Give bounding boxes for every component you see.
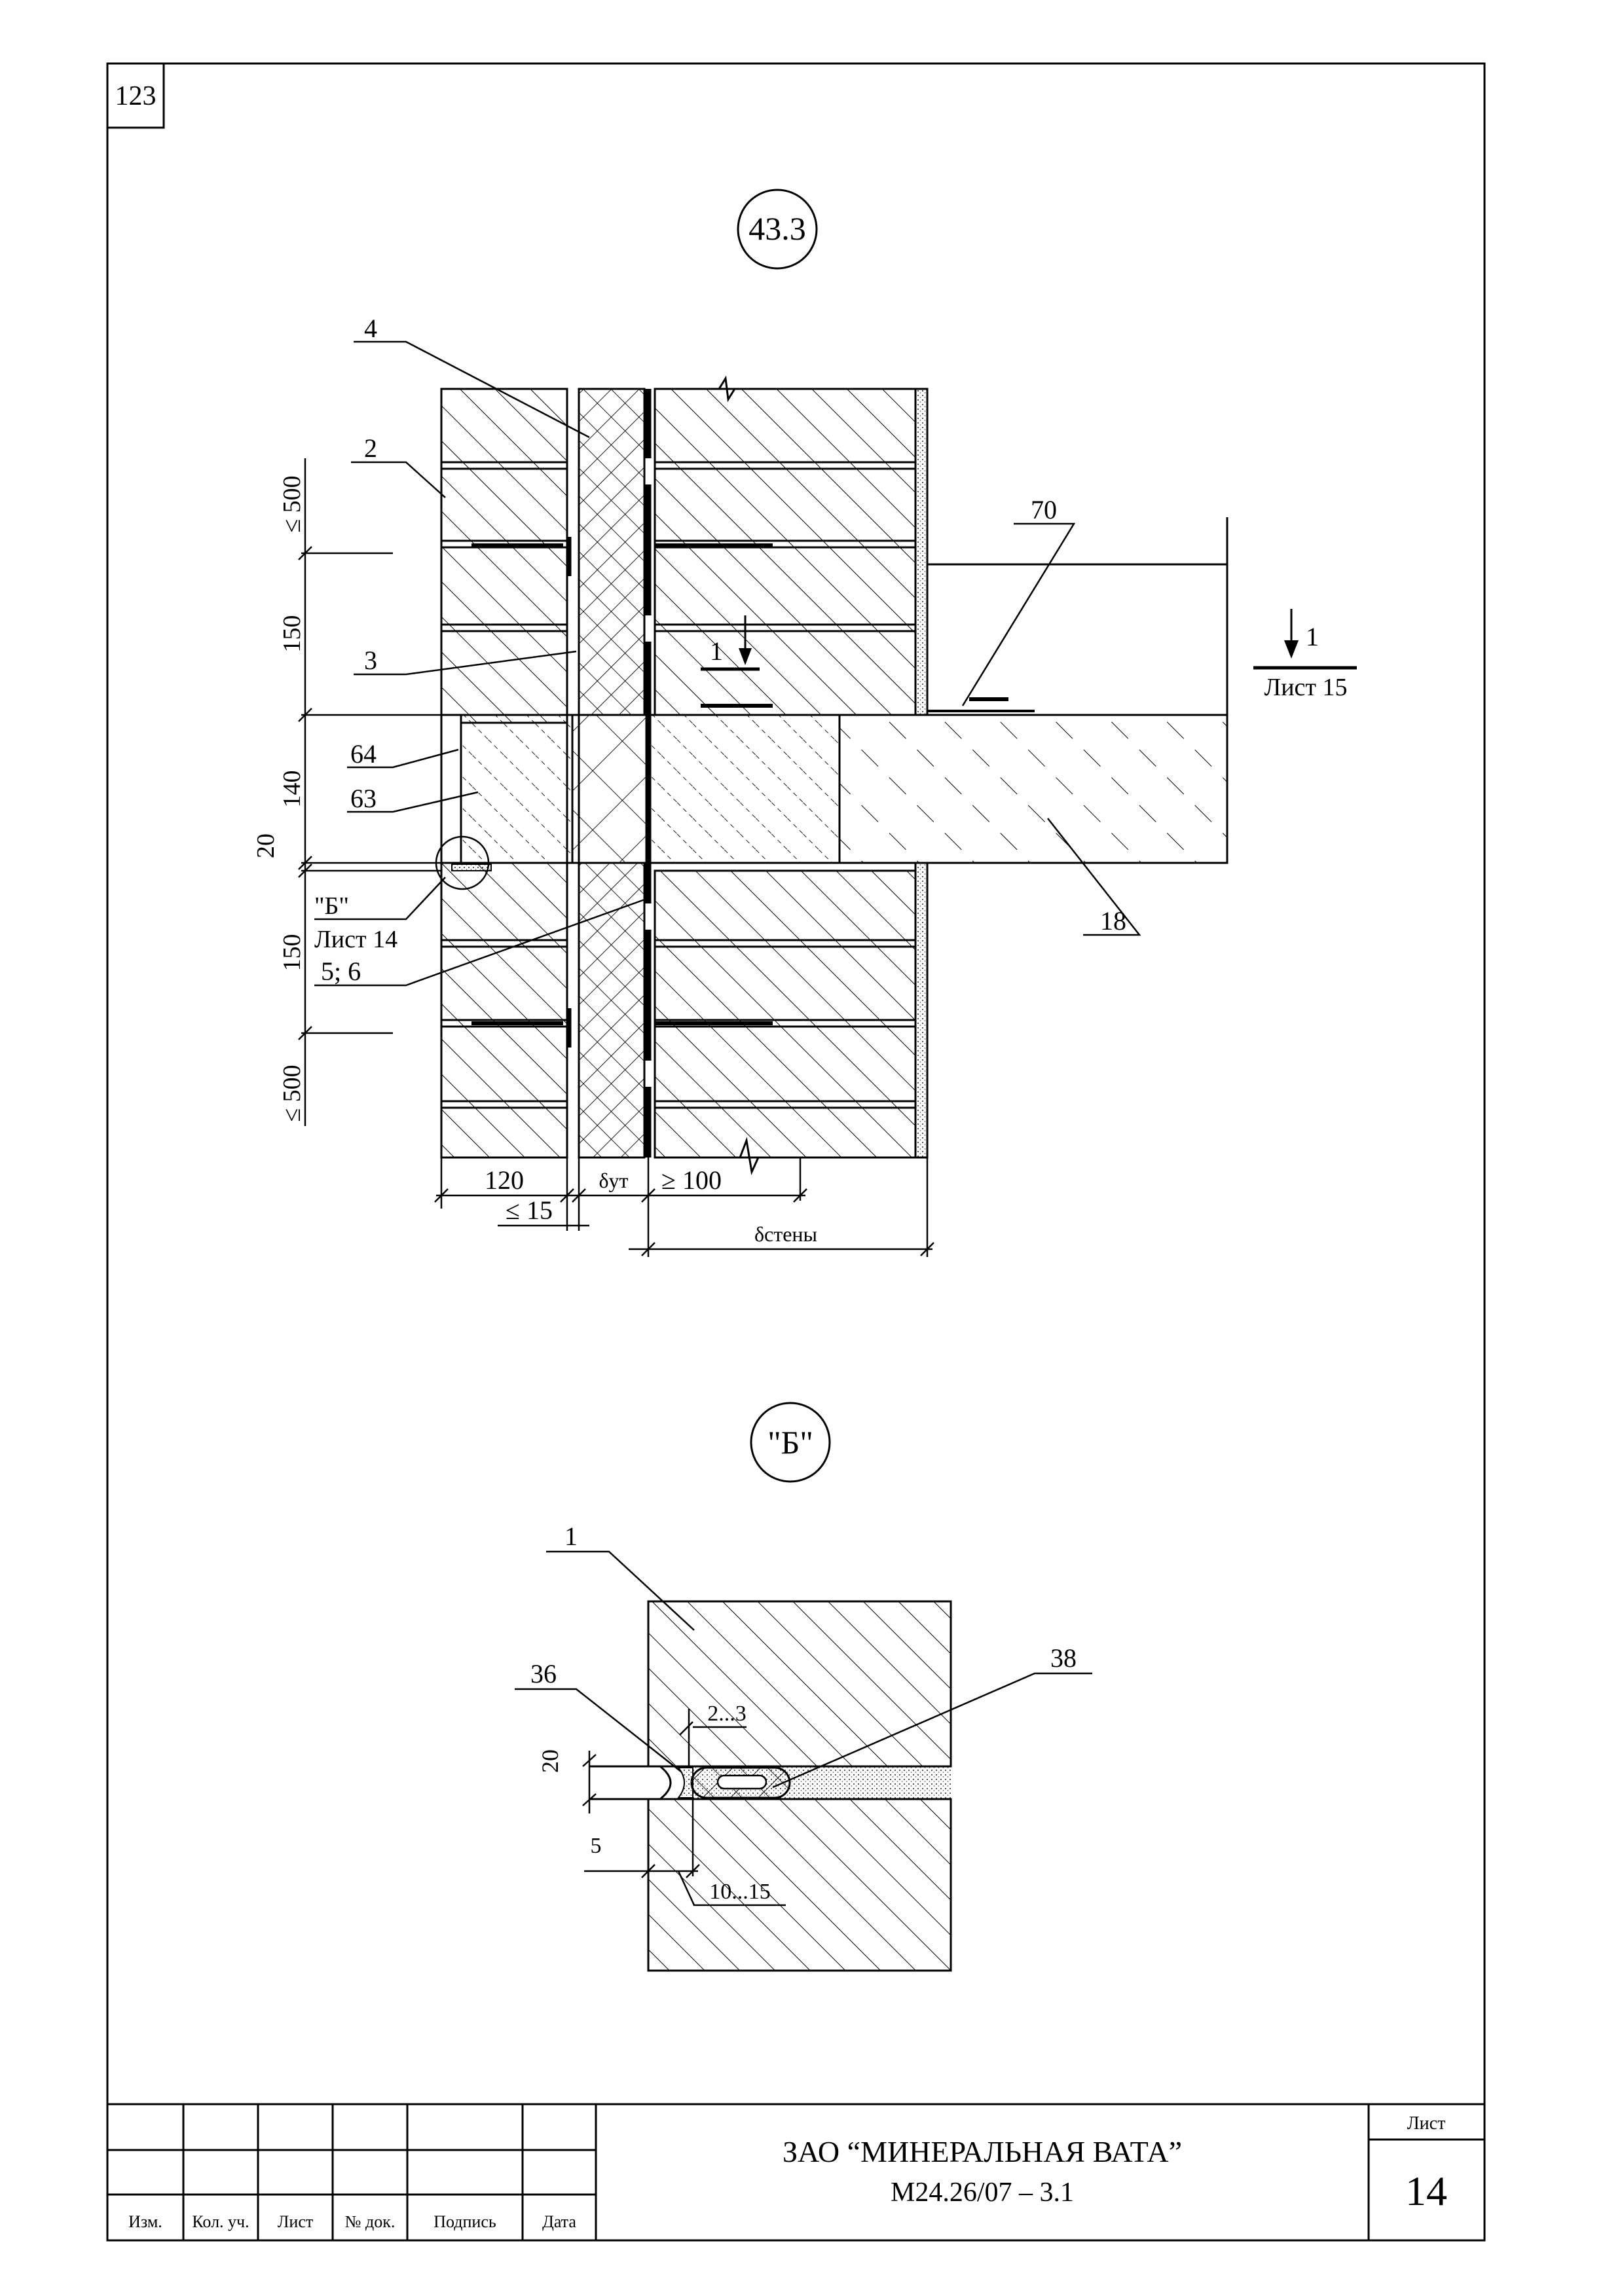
title-col-kol: Кол. уч. <box>192 2212 249 2231</box>
break-mark-top <box>709 375 915 403</box>
sheet-frame <box>106 62 1486 2242</box>
title-col-sign: Подпись <box>434 2212 496 2231</box>
detail-b-callout-36: 36 <box>530 1659 557 1688</box>
title-col-doc: № док. <box>345 2212 396 2231</box>
floor-slab-18 <box>838 714 1228 864</box>
inner-plaster-upper <box>914 388 929 716</box>
callout-leaders <box>314 340 1141 987</box>
bottom-dimensions <box>434 1157 934 1257</box>
brick-upper <box>647 1600 952 1768</box>
detail-marker-label: 43.3 <box>748 210 806 247</box>
dim-100: ≥ 100 <box>661 1165 722 1195</box>
callout-18: 18 <box>1100 906 1126 936</box>
callout-b-ref: "Б" <box>314 892 349 920</box>
title-col-date: Дата <box>542 2212 576 2231</box>
section-ref-sheet: Лист 15 <box>1264 674 1347 701</box>
section-ref-number: 1 <box>1306 622 1319 651</box>
title-sheet-label: Лист <box>1407 2113 1446 2134</box>
brick-lower <box>647 1798 952 1972</box>
section-ref-arrowhead <box>1284 640 1299 659</box>
dim-120: 120 <box>485 1165 524 1195</box>
slab-insulation-block <box>571 714 651 864</box>
dim-v-150-top: 150 <box>278 615 306 653</box>
section-mark-small-arrowhead <box>739 648 752 665</box>
outer-brick-layer-lower <box>440 862 568 1159</box>
dim-v-20: 20 <box>252 833 280 858</box>
title-document-code: М24.26/07 – 3.1 <box>891 2178 1074 2208</box>
sealing-cord-core <box>716 1774 767 1790</box>
dim-v-150-bottom: 150 <box>278 934 306 972</box>
detail-b-dim-20: 20 <box>537 1749 563 1773</box>
dim-v-140: 140 <box>278 771 306 808</box>
dim-d-ut: δут <box>599 1169 628 1192</box>
sealant-36 <box>676 1767 693 1798</box>
callout-70: 70 <box>1031 495 1057 524</box>
title-col-list: Лист <box>278 2212 313 2231</box>
detail-b-callout-1: 1 <box>564 1522 578 1551</box>
vertical-dimension-chain <box>298 458 441 1126</box>
title-col-izm: Изм. <box>128 2212 162 2231</box>
inner-masonry-upper <box>654 388 917 716</box>
dim-15: ≤ 15 <box>506 1195 553 1225</box>
title-sheet-number: 14 <box>1405 2168 1447 2214</box>
outer-mortar-joints <box>441 461 567 1109</box>
corner-number: 123 <box>115 81 157 111</box>
title-company: ЗАО “МИНЕРАЛЬНАЯ ВАТА” <box>783 2135 1182 2168</box>
dim-d-wall: δстены <box>754 1222 817 1246</box>
detail-b-dim-2-3: 2...3 <box>707 1702 747 1726</box>
dim-v-500-top: ≤ 500 <box>278 475 306 532</box>
detail-b-dim-5: 5 <box>591 1834 602 1858</box>
detail-43-3: 43.3 <box>252 189 1357 1257</box>
detail-b-marker-circle <box>750 1402 831 1483</box>
callout-2: 2 <box>364 433 377 463</box>
break-mark-bottom <box>720 1137 800 1176</box>
mortar-bed-strip <box>451 864 492 871</box>
detail-b: "Б" 1 36 38 20 <box>515 1402 1092 1972</box>
sealant-profile <box>589 1765 672 1800</box>
detail-b-dim-10-15: 10...15 <box>709 1880 771 1904</box>
corner-number-box <box>106 62 165 129</box>
dim-v-500-bottom: ≤ 500 <box>278 1065 306 1121</box>
wall-ties <box>471 537 1008 1048</box>
detail-b-leaders <box>515 1550 1092 1906</box>
slab-edge-board <box>440 714 462 864</box>
callout-3: 3 <box>364 646 377 675</box>
detail-b-marker-label: "Б" <box>767 1424 813 1461</box>
outer-brick-layer <box>440 388 568 724</box>
detail-b-callout-38: 38 <box>1050 1643 1077 1673</box>
slab-edge-insulation-inner <box>648 714 841 864</box>
insulation-layer-lower <box>578 862 646 1159</box>
inner-plaster-lower <box>914 862 929 1159</box>
title-block <box>107 2103 1485 2240</box>
callout-4: 4 <box>364 314 377 343</box>
slab-edge-insulation-63 <box>460 714 574 864</box>
detail-marker-circle <box>737 189 818 270</box>
callout-b-sheet: Лист 14 <box>314 926 397 953</box>
section-mark-small-label: 1 <box>710 636 723 666</box>
callout-5-6: 5; 6 <box>321 957 361 986</box>
inner-masonry-lower <box>654 869 917 1159</box>
callout-64: 64 <box>350 739 377 769</box>
callout-63: 63 <box>350 784 377 813</box>
